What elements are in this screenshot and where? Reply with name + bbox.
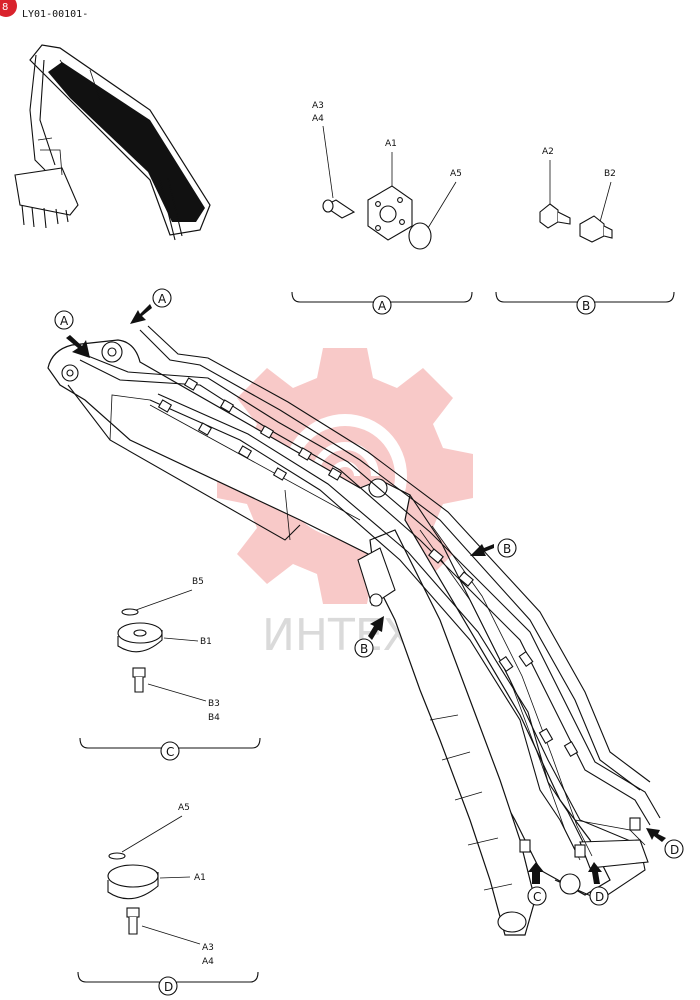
corner-badge-text: 8 (2, 2, 8, 13)
part-label-a3-d: A3 (202, 943, 214, 953)
arrow-icon (528, 862, 544, 884)
callout-circle (664, 839, 684, 859)
part-label-b4: B4 (208, 713, 220, 723)
boom-assembly (47, 325, 661, 936)
callout-d-2: D (646, 828, 684, 859)
view-d-label: D (164, 980, 173, 994)
corner-badge: 8 (0, 0, 17, 17)
view-a-detail: A3 A4 A1 A5 A (291, 101, 473, 315)
callout-label: D (595, 890, 604, 904)
callout-circle (497, 538, 517, 558)
arrow-icon (588, 862, 602, 884)
part-label-a4-d: A4 (202, 957, 214, 967)
callout-b-2: B (354, 616, 384, 658)
callout-label: B (503, 542, 511, 556)
o-ring-part-icon (408, 222, 432, 250)
arrow-icon (470, 544, 494, 556)
arrow-icon (646, 828, 666, 842)
view-b-detail: A2 B2 B (495, 147, 675, 315)
view-d-detail: A5 A1 A3 A4 D (77, 803, 259, 996)
callout-label: C (533, 890, 541, 904)
part-label-a1-d: A1 (194, 873, 206, 883)
part-label-b1: B1 (200, 637, 212, 647)
view-b-label: B (582, 299, 590, 313)
excavator-thumbnail (14, 44, 211, 241)
plug-part-icon (579, 215, 613, 243)
callout-circle (152, 288, 172, 308)
callout-a-2: A (130, 288, 172, 324)
callout-circle (54, 310, 74, 330)
callout-b-1: B (470, 538, 517, 558)
arrow-icon (66, 335, 90, 358)
callout-label: B (360, 642, 368, 656)
view-c-detail: B5 B1 B3 B4 C (79, 577, 261, 761)
bolt-part-icon (132, 667, 146, 693)
callout-label: A (158, 292, 167, 306)
watermark-text: ИНТЕХ (262, 610, 413, 661)
part-label-a5: A5 (450, 169, 462, 179)
part-label-b5: B5 (192, 577, 204, 587)
doc-code: LY01-00101- (22, 9, 88, 20)
callout-circle (354, 638, 374, 658)
view-a-label: A (378, 299, 387, 313)
view-c-label: C (166, 745, 174, 759)
part-label-a4: A4 (312, 114, 324, 124)
callout-label: A (60, 314, 69, 328)
callout-c-1: C (527, 862, 547, 906)
callout-circle (527, 886, 547, 906)
flange-part-icon (367, 185, 413, 241)
part-label-a2: A2 (542, 147, 554, 157)
part-label-b2: B2 (604, 169, 616, 179)
adapter-part-icon (539, 203, 571, 229)
part-label-a5-d: A5 (178, 803, 190, 813)
part-label-b3: B3 (208, 699, 220, 709)
view-d-label-circle (158, 976, 178, 996)
bolt-part-icon (322, 199, 356, 219)
view-c-label-circle (160, 741, 180, 761)
callout-d-1: D (588, 862, 609, 906)
view-a-label-circle (372, 295, 392, 315)
arrow-icon (130, 304, 152, 324)
part-label-a3: A3 (312, 101, 324, 111)
arrow-icon (368, 616, 384, 640)
flange-half-part-icon (107, 864, 159, 900)
callout-label: D (670, 843, 679, 857)
callout-circle (589, 886, 609, 906)
view-b-label-circle (576, 295, 596, 315)
bolt-part-icon (126, 907, 140, 935)
part-label-a1: A1 (385, 139, 397, 149)
flange-half-part-icon (117, 622, 163, 653)
callout-a-1: A (54, 310, 90, 358)
